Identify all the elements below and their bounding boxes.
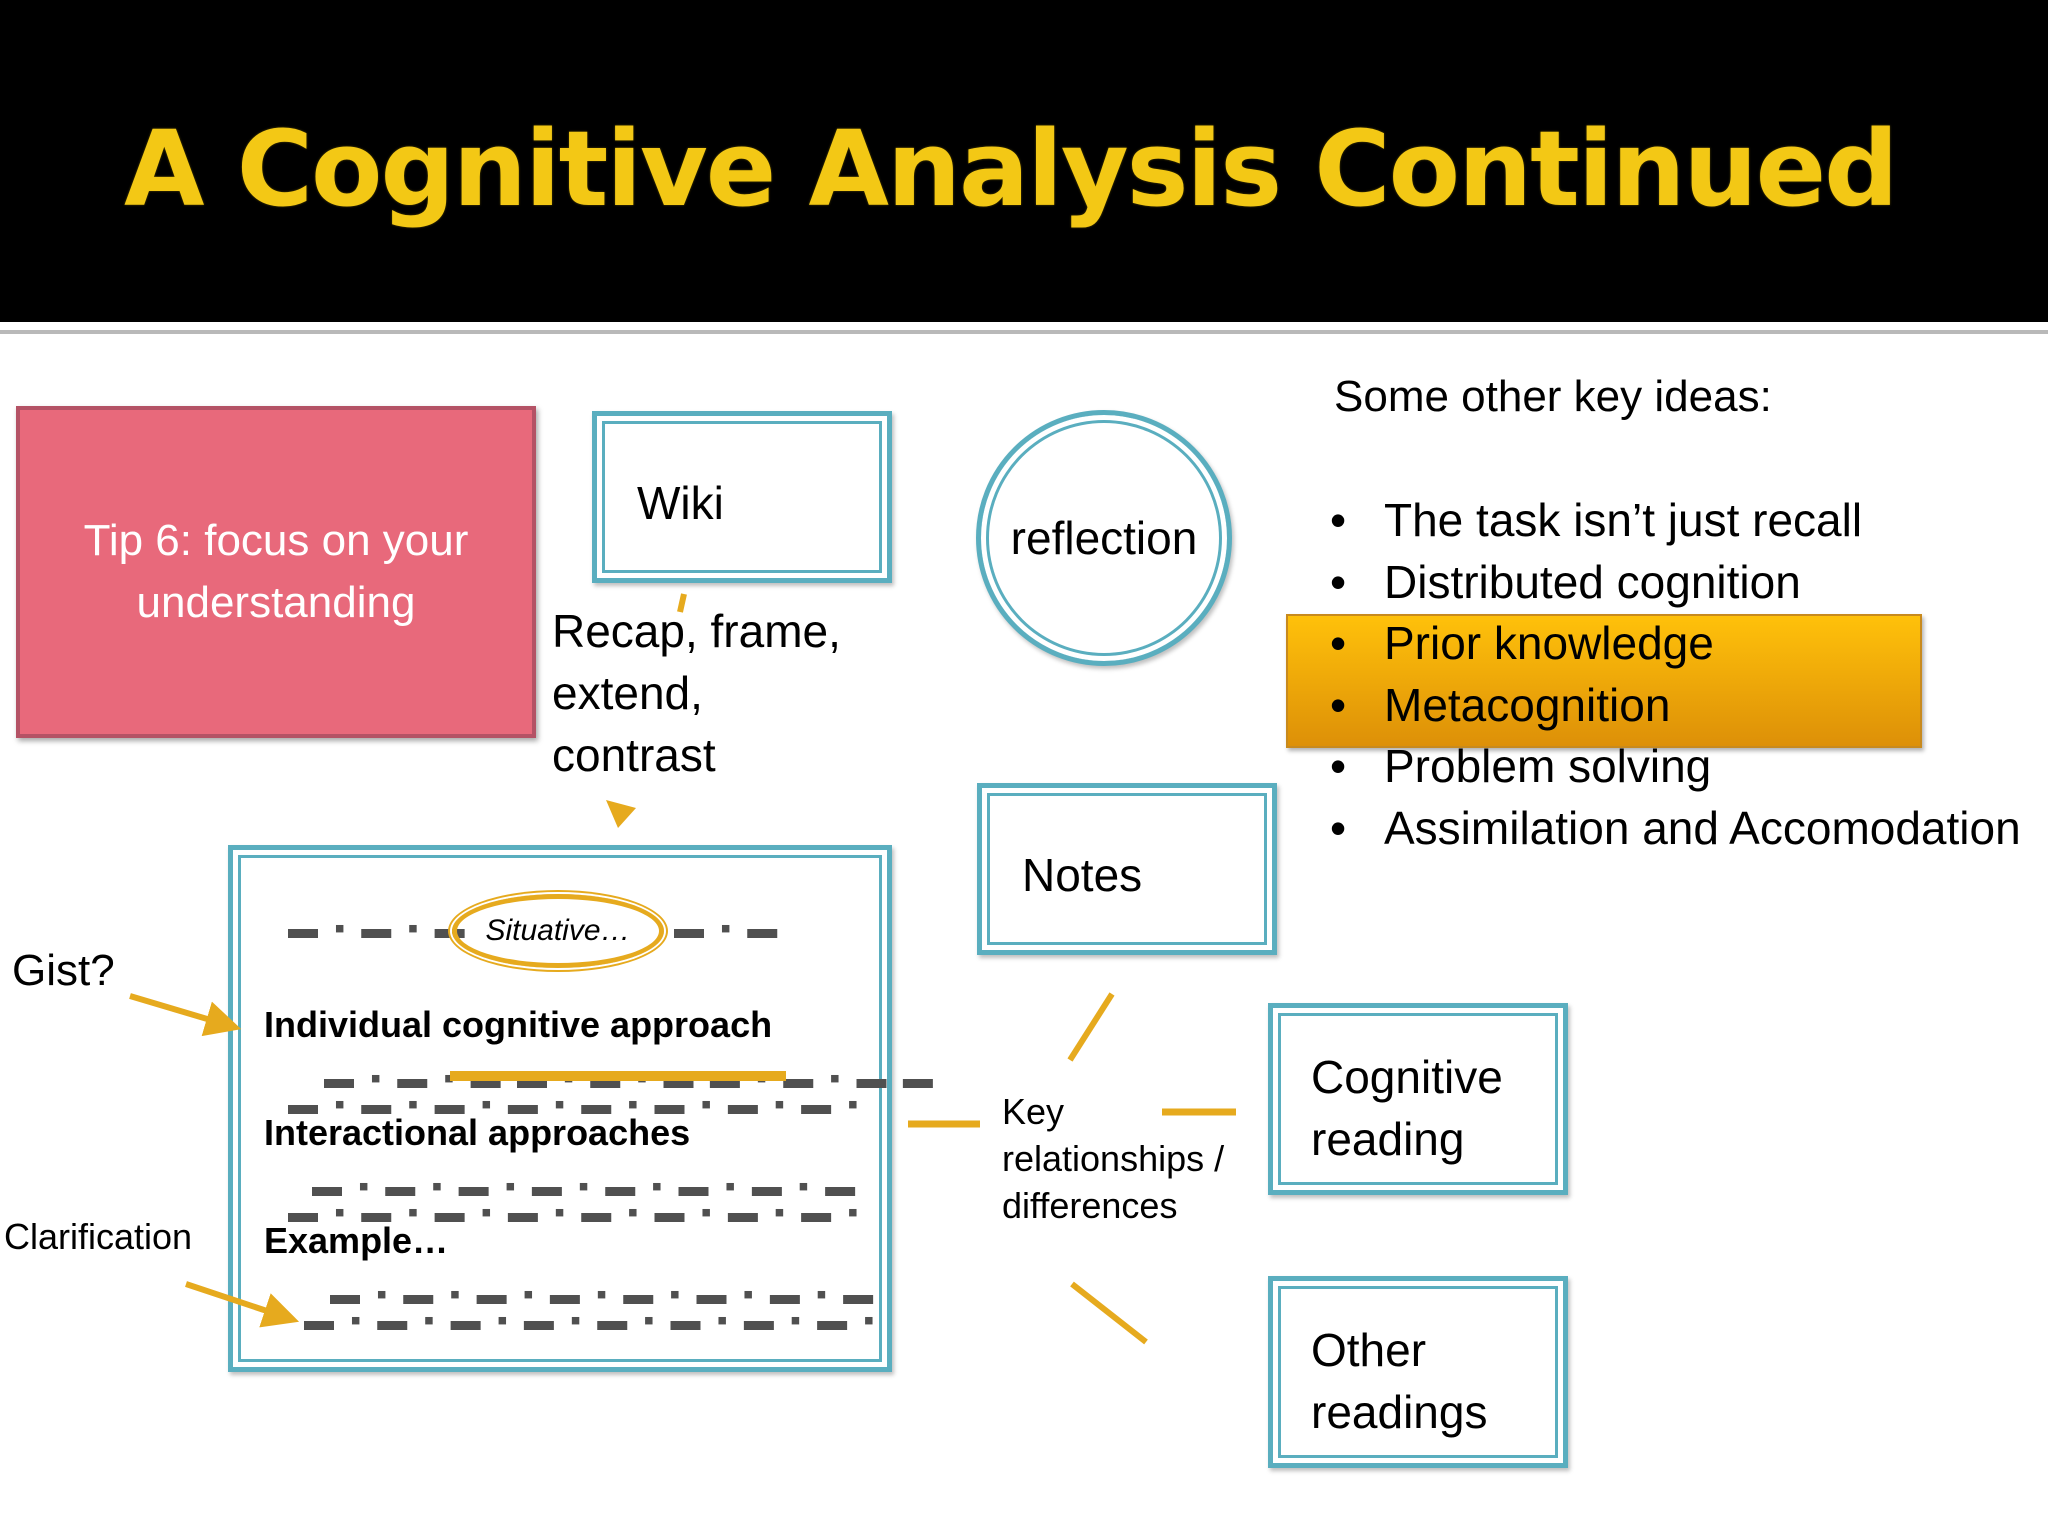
individual-approach-text: Individual cognitive approach <box>264 1004 773 1045</box>
tip-box: Tip 6: focus on your understanding <box>16 406 536 738</box>
wiki-box: Wiki <box>592 411 892 583</box>
key-idea-item: The task isn’t just recall <box>1330 490 2030 552</box>
cognitive-reading-line-1: Cognitive <box>1311 1051 1503 1103</box>
notes-box: Notes <box>977 783 1277 955</box>
other-readings-line-2: readings <box>1311 1386 1488 1438</box>
key-label-line-3: differences <box>1002 1185 1178 1226</box>
situative-ellipse: Situative… <box>452 894 664 968</box>
example-text: Example… <box>264 1220 449 1261</box>
recap-text: Recap, frame, extend, contrast <box>552 600 882 786</box>
key-idea-item: Prior knowledge <box>1330 613 2030 675</box>
key-ideas-heading: Some other key ideas: <box>1334 372 1772 421</box>
key-idea-item: Metacognition <box>1330 675 2030 737</box>
gist-label: Gist? <box>12 946 115 995</box>
tip-text: Tip 6: focus on your understanding <box>83 516 469 627</box>
title-rule <box>0 330 2048 334</box>
scribble-line: ▬ ▪ ▬ ▪ ▬ ▪ ▬ ▪ ▬ ▪ ▬ ▪ ▬ ▪ ▬ <box>312 1170 860 1203</box>
wiki-label: Wiki <box>637 477 724 529</box>
key-idea-item: Distributed cognition <box>1330 552 2030 614</box>
scribble-line: ▬ ▪ ▬ ▪ ▬ ▪ ▬ ▪ ▬ ▪ ▬ ▪ ▬ ▪ ▬ ▪ <box>288 1088 863 1121</box>
scribble-line: ▬ ▪ ▬ <box>674 912 782 945</box>
scribble-line: ▬ ▪ ▬ ▪ ▬ ▪ ▬ ▪ ▬ ▪ ▬ ▪ ▬ ▪ ▬ <box>330 1278 878 1311</box>
scribble-line: ▬ ▪ ▬ ▪ ▬ ▪ ▬ ▪ ▬ ▪ ▬ ▪ ▬ ▪ ▬ ▪ <box>304 1304 879 1337</box>
recap-arrowhead <box>606 800 636 828</box>
cognitive-reading-box: Cognitive reading <box>1268 1003 1568 1195</box>
connector-notes <box>1067 992 1115 1062</box>
slide-title: A Cognitive Analysis Continued <box>124 108 1899 230</box>
highlight-underline <box>450 1071 786 1081</box>
recap-line-3: contrast <box>552 729 716 781</box>
situative-label: Situative… <box>485 914 631 947</box>
clarification-label: Clarification <box>4 1216 193 1257</box>
cognitive-reading-line-2: reading <box>1311 1113 1465 1165</box>
key-ideas-list: The task isn’t just recall Distributed c… <box>1330 490 2030 859</box>
key-relationships-label: Key relationships / differences <box>1002 1088 1224 1229</box>
key-idea-item: Assimilation and Accomodation <box>1330 798 2030 860</box>
title-band <box>0 0 2048 322</box>
other-readings-line-1: Other <box>1311 1324 1427 1376</box>
gist-arrow <box>129 993 242 1037</box>
other-readings-box: Other readings <box>1268 1276 1568 1468</box>
key-idea-item: Problem solving <box>1330 736 2030 798</box>
key-label-line-2: relationships / <box>1002 1138 1225 1179</box>
interactional-approaches-text: Interactional approaches <box>264 1112 691 1153</box>
reflection-label: reflection <box>1010 512 1198 564</box>
connector-other <box>1070 1281 1148 1345</box>
recap-line-2: extend, <box>552 667 703 719</box>
reflection-circle: reflection <box>976 410 1232 666</box>
recap-line-1: Recap, frame, <box>552 605 841 657</box>
key-label-line-1: Key <box>1002 1091 1065 1132</box>
scribble-line: ▬ ▪ ▬ ▪ ▬ <box>288 912 469 945</box>
notes-label: Notes <box>1022 849 1143 901</box>
scribble-line: ▬ ▪ ▬ ▪ ▬ ▪ ▬ ▪ ▬ ▪ ▬ ▪ ▬ ▪ ▬ ▪ <box>288 1196 863 1229</box>
